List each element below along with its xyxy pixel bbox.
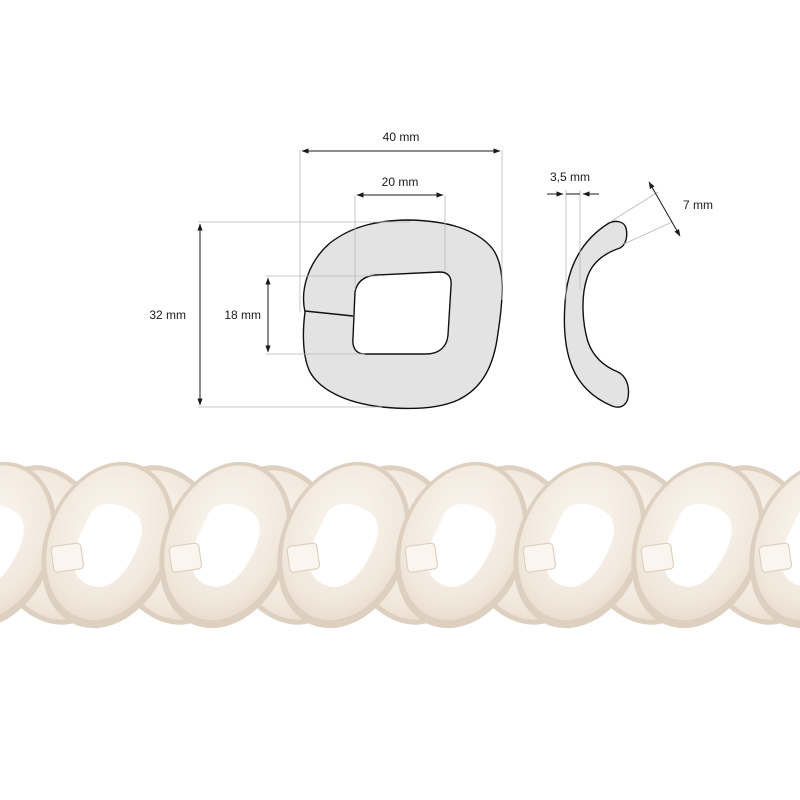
extension-lines [198, 150, 503, 408]
chain-link [513, 461, 647, 629]
depth-label: 7 mm [683, 198, 713, 212]
chain-link [0, 461, 57, 629]
dimension-outer-width: 40 mm [301, 130, 501, 154]
chain-photo [0, 461, 800, 629]
chain-link [631, 461, 765, 629]
chain-link [277, 461, 411, 629]
chain-link [159, 461, 293, 629]
link-inner-opening [352, 271, 452, 355]
profile-outline [563, 220, 630, 408]
chain-link [41, 461, 175, 629]
dimension-outer-height: 32 mm [149, 223, 203, 406]
dimension-inner-width: 20 mm [356, 175, 444, 198]
link-side-profile [563, 220, 630, 408]
thickness-label: 3,5 mm [550, 170, 590, 184]
inner-width-label: 20 mm [382, 175, 419, 189]
outer-height-label: 32 mm [149, 308, 186, 322]
chain-link [395, 461, 529, 629]
dimension-depth: 7 mm [648, 181, 713, 237]
dimension-inner-height: 18 mm [224, 277, 271, 353]
inner-height-label: 18 mm [224, 308, 261, 322]
chain-link [749, 461, 800, 629]
link-front-view [302, 219, 503, 410]
link-seam [304, 310, 354, 317]
outer-width-label: 40 mm [383, 130, 420, 144]
dimension-thickness: 3,5 mm [547, 170, 599, 197]
